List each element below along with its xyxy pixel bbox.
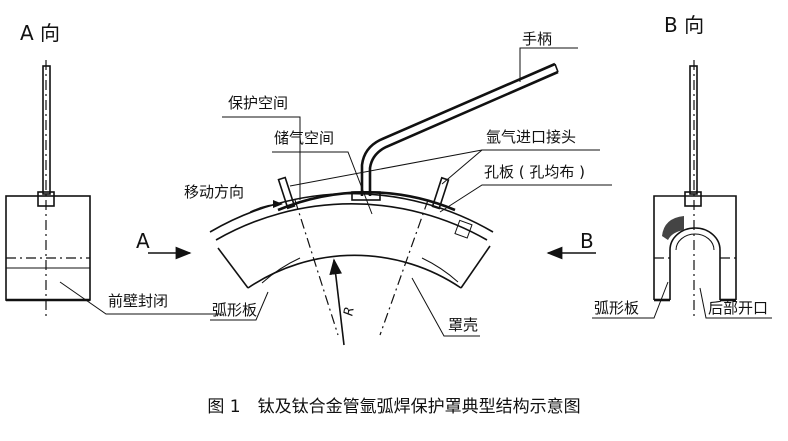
right-end-wall: [460, 245, 491, 289]
view-a-body: [5, 195, 91, 301]
right-end-block: [454, 219, 473, 239]
handle-label: 手柄: [522, 30, 552, 48]
arc-plate-right-label: 弧形板: [594, 299, 639, 317]
radius-label: R: [341, 306, 357, 318]
move-direction-label: 移动方向: [184, 183, 244, 201]
front-seal-label: 前壁封闭: [108, 292, 168, 310]
handle-leader: [519, 47, 578, 82]
arc-plate-left-leader: [210, 291, 269, 321]
right-inner-curve: [421, 257, 459, 283]
arrow-b-label: B: [580, 229, 594, 253]
rear-open-leader: [699, 287, 772, 319]
left-radial-centerline: [294, 199, 339, 336]
argon-inlet-left: [277, 176, 296, 210]
shell-leader: [411, 277, 480, 337]
left-inner-curve: [261, 257, 301, 284]
front-seal-leader: [59, 281, 220, 315]
hole-plate-leader: [439, 184, 612, 213]
right-radial-centerline: [379, 199, 429, 336]
shell-inner-arc: [215, 203, 488, 241]
storage-space-leader: [272, 151, 373, 215]
view-b-hatch: [662, 216, 684, 240]
figure-caption: 图 1 钛及钛合金管氩弧焊保护罩典型结构示意图: [207, 397, 580, 417]
view-b-nut: [684, 191, 702, 207]
arc-plate-left-label: 弧形板: [212, 301, 257, 319]
view-b-body: [653, 195, 737, 300]
main-view: R 手柄 保护空间 储气空间 氩气进口接头 孔板 ( 孔均布 ) 移动方向 弧形…: [136, 30, 612, 346]
left-end-wall: [217, 247, 249, 289]
view-a-title: A 向: [20, 21, 60, 45]
view-b: B 向 弧形板 后部开口: [592, 13, 772, 320]
handle-rod: [360, 62, 556, 196]
move-direction-arrow: [249, 200, 283, 213]
argon-inlet-label: 氩气进口接头: [486, 128, 576, 146]
handle-rod-edge: [368, 70, 559, 196]
shell-label: 罩壳: [448, 316, 478, 334]
handle-end: [554, 63, 559, 73]
hole-plate-label: 孔板 ( 孔均布 ): [484, 163, 585, 181]
view-a: A 向 前壁封闭: [5, 21, 220, 320]
rear-open-label: 后部开口: [708, 299, 768, 317]
view-b-title: B 向: [664, 13, 704, 37]
arrow-a-label: A: [136, 229, 150, 253]
argon-inlet-right: [431, 176, 450, 210]
protect-space-label: 保护空间: [228, 94, 288, 112]
argon-inlet-leader-right: [441, 149, 483, 185]
arc-plate-inner: [247, 254, 462, 289]
radius-arrow: [329, 258, 345, 346]
handle-base: [351, 191, 381, 201]
rear-opening-arch: [669, 227, 721, 300]
storage-space-label: 储气空间: [274, 129, 334, 147]
arc-plate-right-leader: [592, 281, 669, 319]
rear-opening-inner: [675, 233, 715, 251]
protect-space-leader: [222, 116, 301, 200]
